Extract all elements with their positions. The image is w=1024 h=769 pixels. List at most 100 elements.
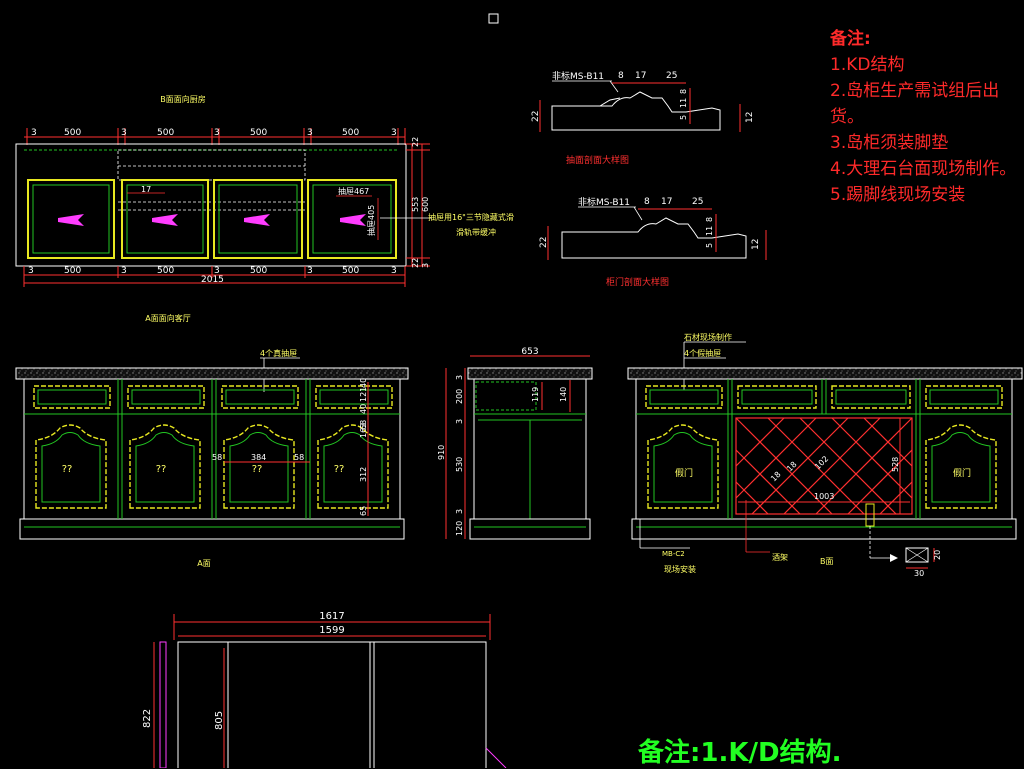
rack-dim: 1003: [814, 492, 834, 501]
plan-dim-top: 3: [391, 128, 397, 138]
detail-dim: 5: [679, 115, 688, 120]
detail-dim: 12: [751, 239, 761, 250]
rack-dim: 528: [891, 457, 900, 472]
drawer-label: 抽屉405: [366, 205, 376, 236]
bottom-plan-width: 1599: [319, 625, 344, 636]
note-item: 5.踢脚线现场安装: [830, 185, 966, 205]
detail-dim: 17: [661, 197, 672, 207]
plan-dim-bottom: 3: [28, 266, 34, 276]
drawer-section-detail: 非标MS-B11 8 17 25 22 5 11 8 12 抽面剖面大样图: [531, 70, 755, 166]
elevation-dim: 58: [212, 453, 222, 462]
plan-dim-top: 500: [64, 128, 81, 138]
baseboard-code: MB-C2: [662, 550, 685, 558]
door-section-detail: 非标MS-B11 8 17 25 22 5 11 8 12 柜门剖面大样图: [539, 196, 767, 288]
plan-dim-top: 3: [31, 128, 37, 138]
plan-dim-right: 553: [411, 197, 420, 212]
elevation-a-label: A面: [197, 559, 210, 568]
stone-callout: 石材现场制作: [684, 332, 732, 342]
side-height: 3: [455, 419, 464, 424]
drawer-callout: 4个真抽屉: [260, 348, 297, 358]
plan-dim-top: 500: [157, 128, 174, 138]
plan-top-title: B面面向厨房: [160, 94, 206, 104]
detail-dim: 8: [644, 197, 650, 207]
side-section: 653 3 200 3 530 3 120 910 119 140: [437, 347, 593, 540]
plan-dim-top: 500: [342, 128, 359, 138]
bottom-note: 备注:1.K/D结构.: [638, 738, 842, 768]
plan-dim-top: 3: [214, 128, 220, 138]
elevation-dim: 312: [359, 467, 368, 482]
plan-dim-top: 3: [307, 128, 313, 138]
side-height: 530: [455, 457, 464, 472]
elevation-dim: 65: [359, 506, 368, 516]
plan-dim-bottom: 500: [342, 266, 359, 276]
slide-note-line2: 滑轨带缓冲: [456, 227, 496, 237]
rack-dim: 18: [769, 470, 783, 484]
elevation-dim: 40: [359, 378, 368, 388]
bottom-plan-view: 1617 1599 822 805: [142, 611, 507, 768]
note-item: 2.岛柜生产需试组后出货。: [830, 81, 1000, 127]
elevation-dim: 121: [359, 387, 368, 402]
door-panel-mark: ??: [334, 464, 345, 475]
elevation-dim: 40: [359, 404, 368, 414]
detail-dim: 25: [666, 71, 677, 81]
side-inner-dim: 140: [559, 387, 568, 402]
side-width: 653: [521, 347, 538, 357]
side-height: 200: [455, 389, 464, 404]
side-height: 120: [455, 521, 464, 536]
detail-dim: 17: [635, 71, 646, 81]
elevation-dim: 58: [294, 453, 304, 462]
detail-dim: 8: [618, 71, 624, 81]
side-inner-dim: 119: [531, 387, 540, 402]
plan-dim-bottom: 500: [157, 266, 174, 276]
note-item: 1.KD结构: [830, 55, 905, 75]
plan-dim-right: 600: [421, 197, 430, 212]
elevation-dim: 68: [359, 420, 368, 430]
note-item: 3.岛柜须装脚垫: [830, 133, 949, 153]
baseboard-note: 现场安装: [664, 564, 696, 574]
wine-rack-label: 酒架: [772, 553, 788, 562]
ucs-marker: [488, 13, 499, 24]
plan-dim-right: 22: [411, 137, 420, 147]
detail-code: 非标MS-B11: [578, 196, 630, 208]
plan-dim-top: 500: [250, 128, 267, 138]
note-item: 4.大理石台面现场制作。: [830, 159, 1017, 179]
plan-dim-bottom: 3: [391, 266, 397, 276]
bottom-plan-height: 805: [214, 711, 225, 730]
plan-dim-bottom: 3: [121, 266, 127, 276]
rack-dim: 18: [785, 460, 799, 474]
detail-dim: 22: [539, 237, 549, 248]
drawer-label: 抽屉467: [338, 186, 369, 196]
side-total-height: 910: [437, 445, 446, 460]
detail-dim: 5: [705, 243, 714, 248]
door-panel-mark: ??: [156, 464, 167, 475]
false-drawer-callout: 4个假抽屉: [684, 348, 721, 358]
side-height: 3: [455, 375, 464, 380]
slide-note-line1: 抽屉用16"三节隐藏式滑: [428, 212, 514, 222]
detail-dim: 11: [705, 226, 714, 236]
plan-dim-right: 3: [421, 263, 430, 268]
detail-dim: 25: [692, 197, 703, 207]
plan-dim-bottom: 500: [64, 266, 81, 276]
detail-dim: 8: [679, 89, 688, 94]
elevation-dim: 384: [251, 453, 266, 462]
plan-dim-right: 22: [411, 258, 420, 268]
elevation-b: 石材现场制作 4个假抽屉: [627, 332, 1023, 578]
plan-dim-bottom: 3: [307, 266, 313, 276]
detail-title: 抽面剖面大样图: [566, 154, 629, 166]
wine-rack: [735, 417, 913, 515]
door-panel-mark: ??: [62, 464, 73, 475]
plan-dim-total: 2015: [201, 275, 224, 285]
notes-block: 备注: 1.KD结构 2.岛柜生产需试组后出货。 3.岛柜须装脚垫 4.大理石台…: [830, 26, 1024, 208]
bottom-plan-width: 1617: [319, 611, 344, 622]
foot-dim: 30: [914, 569, 924, 578]
side-height: 3: [455, 509, 464, 514]
detail-dim: 22: [531, 111, 541, 122]
detail-dim: 11: [679, 98, 688, 108]
bottom-plan-height: 822: [142, 709, 153, 728]
false-door-label: 假门: [675, 467, 693, 479]
top-plan-view: B面面向厨房 3 500 3 500 3 500 3 500 3: [15, 94, 514, 287]
detail-code: 非标MS-B11: [552, 70, 604, 82]
plan-dim-top: 3: [121, 128, 127, 138]
detail-dim: 8: [705, 217, 714, 222]
